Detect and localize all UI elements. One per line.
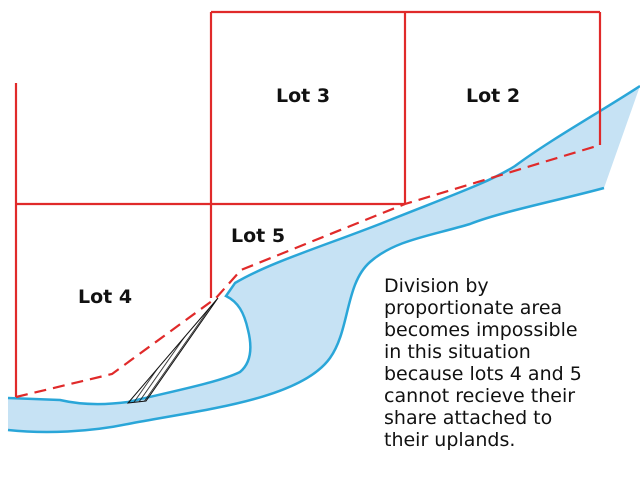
note-line: Division by [384, 275, 489, 297]
river-bank-north [7, 84, 640, 406]
lot-boundaries [14, 10, 602, 397]
note-line: proportionate area [384, 297, 563, 319]
lot-5-label: Lot 5 [231, 225, 286, 247]
note-line: cannot recieve their [384, 385, 576, 407]
division-lines [15, 143, 601, 399]
hatched-strip [126, 297, 219, 404]
note-line: their uplands. [384, 429, 516, 451]
lot-2-label: Lot 2 [466, 85, 521, 107]
note-line: share attached to [384, 407, 553, 429]
note-line: because lots 4 and 5 [384, 363, 582, 385]
note-line: in this situation [384, 341, 531, 363]
explanation-note: Division by proportionate area becomes i… [384, 275, 634, 451]
lot-4-label: Lot 4 [78, 286, 133, 308]
lot-3-label: Lot 3 [276, 85, 331, 107]
river-bank-south [7, 186, 605, 434]
river [8, 86, 640, 432]
note-line: becomes impossible [384, 319, 578, 341]
